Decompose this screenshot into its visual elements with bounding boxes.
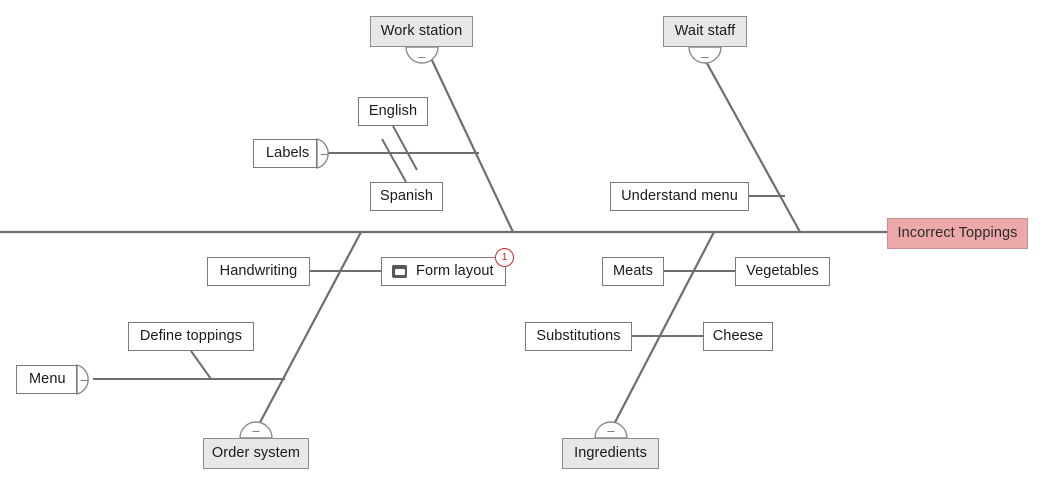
collapse-handle-order-system [239,421,273,439]
cause-handwriting[interactable]: Handwriting [207,257,310,286]
cause-vegetables-label: Vegetables [746,263,819,280]
category-ingredients-label: Ingredients [574,445,647,462]
effect-label: Incorrect Toppings [897,225,1018,242]
collapse-minus-glyph: – [701,48,709,64]
badge-count: 1 [501,251,508,264]
collapse-minus-glyph: – [80,372,89,387]
cause-form-layout-label: Form layout [416,263,494,280]
cause-meats-label: Meats [613,263,653,280]
collapse-minus-glyph: – [418,48,426,64]
bone-work-station [429,55,514,233]
collapse-toggle-order-system[interactable]: – [248,422,264,438]
cause-english[interactable]: English [358,97,428,126]
category-order-system-label: Order system [211,445,301,462]
cause-meats[interactable]: Meats [602,257,664,286]
collapse-handle-wait-staff [688,46,722,64]
category-order-system[interactable]: Order system [203,438,309,469]
cause-define-toppings[interactable]: Define toppings [128,322,254,351]
collapse-toggle-menu[interactable]: – [78,373,91,386]
collapse-handle-labels [316,138,329,169]
twig-english [392,125,418,171]
bone-ingredients [610,231,715,431]
collapse-handle-menu [76,364,89,395]
collapse-toggle-ingredients[interactable]: – [603,422,619,438]
collapse-toggle-work-station[interactable]: – [414,48,430,64]
cause-vegetables[interactable]: Vegetables [735,257,830,286]
category-wait-staff-label: Wait staff [674,23,736,40]
cause-cheese-label: Cheese [712,328,764,345]
form-layout-comment-badge[interactable]: 1 [495,248,514,267]
cause-substitutions-label: Substitutions [536,328,621,345]
collapse-handle-ingredients [594,421,628,439]
twig-spanish [381,138,407,183]
cause-labels-label: Labels [266,145,310,162]
cause-handwriting-label: Handwriting [219,263,298,280]
collapse-minus-glyph: – [607,422,615,438]
collapse-handle-work-station [405,46,439,64]
cause-menu-label: Menu [29,371,66,388]
note-icon [392,265,407,278]
effect-box[interactable]: Incorrect Toppings [887,218,1028,249]
category-work-station-label: Work station [380,23,463,40]
bone-wait-staff [702,55,801,233]
collapse-toggle-wait-staff[interactable]: – [697,48,713,64]
twig-define-toppings [190,350,212,380]
cause-understand-menu[interactable]: Understand menu [610,182,749,211]
collapse-minus-glyph: – [252,422,260,438]
cause-spanish[interactable]: Spanish [370,182,443,211]
bone-order-system [255,231,362,431]
category-work-station[interactable]: Work station [370,16,473,47]
cause-cheese[interactable]: Cheese [703,322,773,351]
cause-substitutions[interactable]: Substitutions [525,322,632,351]
cause-understand-menu-label: Understand menu [621,188,738,205]
category-wait-staff[interactable]: Wait staff [663,16,747,47]
category-ingredients[interactable]: Ingredients [562,438,659,469]
collapse-toggle-labels[interactable]: – [318,147,331,160]
cause-spanish-label: Spanish [379,188,434,205]
cause-english-label: English [368,103,418,120]
cause-form-layout[interactable]: Form layout [381,257,506,286]
cause-menu[interactable]: Menu [16,365,77,394]
collapse-minus-glyph: – [320,146,329,161]
cause-define-toppings-label: Define toppings [139,328,243,345]
cause-labels[interactable]: Labels [253,139,317,168]
